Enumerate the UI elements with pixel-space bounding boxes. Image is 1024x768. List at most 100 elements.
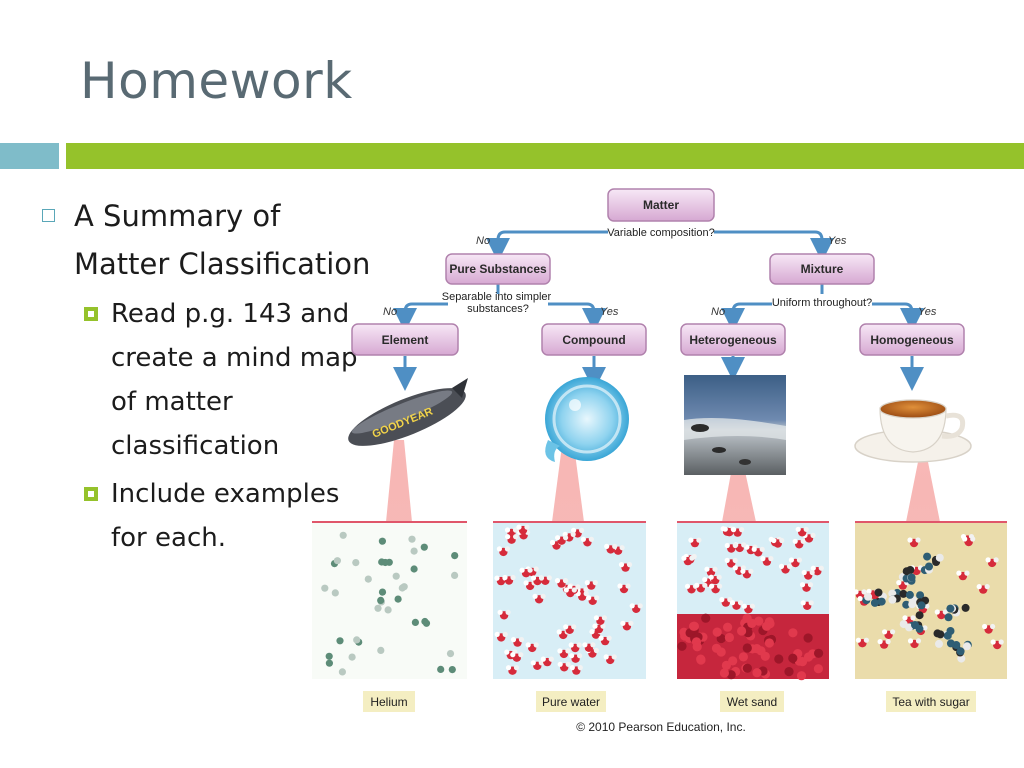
hydrogen-atom	[593, 647, 600, 654]
question-variable-composition: Variable composition?	[607, 227, 714, 239]
sand-particle	[788, 628, 798, 638]
sugar-atom	[917, 601, 926, 610]
hydrogen-atom	[739, 527, 745, 533]
hydrogen-atom	[956, 570, 962, 576]
hydrogen-atom	[688, 537, 694, 543]
hydrogen-atom	[571, 527, 577, 534]
helium-atom	[410, 547, 418, 555]
hydrogen-atom	[548, 656, 554, 662]
hydrogen-atom	[603, 654, 609, 660]
sand-particle	[752, 668, 762, 678]
hydrogen-atom	[502, 574, 508, 581]
hydrogen-atom	[563, 587, 569, 593]
hydrogen-atom	[510, 637, 517, 643]
hydrogen-atom	[808, 600, 814, 606]
sand-particle	[774, 654, 784, 664]
helium-atom	[384, 606, 392, 614]
pure-water-molecule-panel	[493, 521, 646, 679]
sand-particle	[784, 667, 794, 677]
hydrogen-atom	[629, 603, 635, 609]
hydrogen-atom	[863, 637, 870, 643]
sand-particle	[677, 641, 687, 651]
hydrogen-atom	[853, 589, 859, 595]
caption-helium: Helium	[363, 691, 415, 712]
bullet-text: A Summary of Matter Classification	[74, 199, 371, 281]
hydrogen-atom	[588, 536, 595, 542]
hydrogen-atom	[741, 603, 748, 609]
hydrogen-atom	[748, 568, 754, 574]
hydrogen-atom	[625, 583, 631, 589]
hydrogen-atom	[877, 639, 883, 645]
hydrogen-atom	[618, 562, 625, 568]
helium-atom	[338, 668, 346, 676]
square-bullet-icon	[84, 307, 98, 321]
sand-particle	[711, 643, 722, 653]
sugar-atom	[907, 573, 916, 582]
hydrogen-atom	[562, 578, 569, 584]
helium-atom	[451, 571, 459, 580]
hydrogen-atom	[800, 600, 806, 606]
hydrogen-atom	[518, 652, 524, 658]
hydrogen-atom	[731, 527, 737, 533]
sand-particle	[796, 671, 807, 681]
hydrogen-atom	[809, 569, 815, 576]
hydrogen-atom	[779, 537, 785, 544]
sand-particle	[723, 622, 733, 632]
caption-wet-sand: Wet sand	[720, 691, 784, 712]
slide-title: Homework	[80, 52, 353, 110]
hydrogen-atom	[513, 534, 519, 540]
hydrogen-atom	[565, 648, 571, 654]
sugar-atom	[899, 620, 908, 629]
hydrogen-atom	[563, 535, 569, 541]
hydrogen-atom	[549, 539, 556, 546]
hydrogen-atom	[598, 635, 604, 641]
yes-label: Yes	[918, 306, 937, 318]
hydrogen-atom	[702, 582, 708, 588]
helium-atom	[352, 559, 360, 567]
sugar-atom	[915, 624, 924, 633]
hydrogen-atom	[523, 580, 529, 586]
helium-atom	[333, 557, 341, 565]
helium-atom	[325, 652, 333, 660]
hydrogen-atom	[984, 584, 990, 590]
beach-photo	[684, 375, 786, 475]
hydrogen-atom	[885, 639, 891, 645]
hydrogen-atom	[993, 557, 999, 563]
hydrogen-atom	[702, 577, 708, 583]
hydrogen-atom	[555, 535, 561, 541]
hydrogen-atom	[924, 603, 930, 609]
sugar-atom	[944, 613, 953, 622]
caption-tea-with-sugar: Tea with sugar	[886, 691, 976, 712]
hydrogen-atom	[494, 631, 500, 638]
hydrogen-atom	[786, 563, 793, 570]
hydrogen-atom	[962, 536, 968, 542]
hydrogen-atom	[504, 527, 511, 533]
helium-atom	[377, 596, 385, 605]
hydrogen-atom	[584, 580, 590, 586]
hydrogen-atom	[684, 583, 691, 589]
water-splash-icon	[545, 377, 629, 462]
hydrogen-atom	[546, 575, 552, 581]
yes-label: Yes	[600, 306, 619, 318]
hydrogen-atom	[709, 583, 715, 589]
node-mixture: Mixture	[769, 253, 875, 285]
helium-atom	[446, 650, 455, 658]
helium-atom	[325, 659, 333, 667]
sugar-atom	[870, 598, 879, 607]
hydrogen-atom	[579, 527, 585, 534]
helium-atom	[377, 646, 385, 655]
caption-label: Wet sand	[727, 695, 777, 709]
hydrogen-atom	[497, 609, 503, 615]
yes-label: Yes	[828, 235, 847, 247]
sand-particle	[813, 664, 824, 674]
sugar-atom	[905, 590, 914, 599]
hydrogen-atom	[510, 574, 516, 581]
hydrogen-atom	[890, 629, 896, 635]
no-label: No	[476, 235, 490, 247]
sand-particle	[788, 653, 798, 663]
sugar-atom	[877, 597, 886, 606]
sub-bullet-item: Read p.g. 143 and create a mind map of m…	[42, 292, 372, 468]
hydrogen-atom	[518, 637, 525, 643]
hydrogen-atom	[586, 595, 592, 601]
sand-particle	[762, 621, 772, 631]
